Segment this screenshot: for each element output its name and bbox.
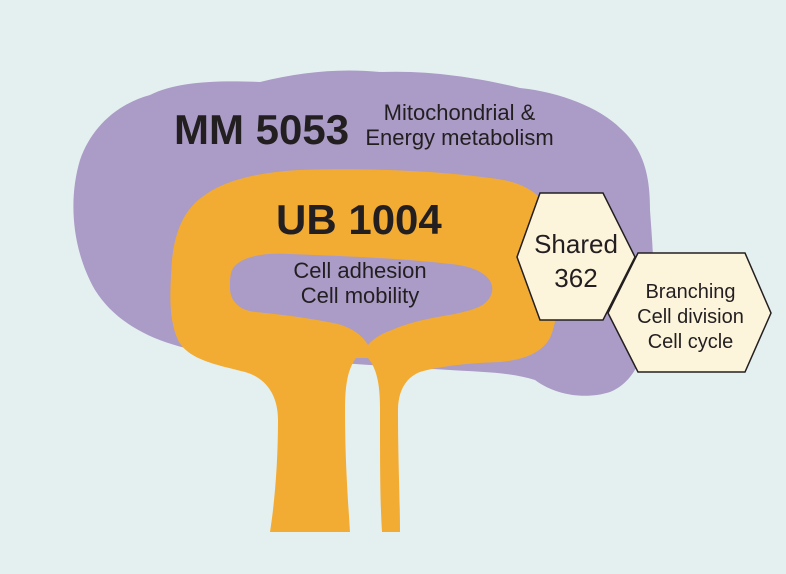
ub-function-line: Cell adhesion bbox=[293, 258, 427, 283]
shared-functions: Branching Cell division Cell cycle bbox=[618, 280, 763, 355]
mm-5053-functions: Mitochondrial & Energy metabolism bbox=[352, 100, 567, 151]
shared-hexagon bbox=[516, 192, 636, 321]
ub-function-line: Cell mobility bbox=[300, 283, 420, 309]
functions-hexagon bbox=[607, 252, 772, 373]
ub-1004-region bbox=[170, 169, 559, 533]
shared-function-line: Cell division bbox=[637, 306, 744, 328]
ub-1004-title: UB 1004 bbox=[276, 196, 442, 243]
shared-label: Shared 362 bbox=[520, 228, 632, 296]
mm-function-line: Mitochondrial & bbox=[383, 100, 536, 125]
mm-function-line: Energy metabolism bbox=[365, 125, 554, 151]
shared-function-line: Cell cycle bbox=[647, 331, 734, 353]
ub-1004-functions: Cell adhesion Cell mobility bbox=[270, 258, 450, 309]
shared-count: 362 bbox=[554, 262, 598, 293]
shared-function-line: Branching bbox=[645, 281, 736, 303]
mm-5053-title: MM 5053 bbox=[174, 106, 350, 153]
shared-title: Shared bbox=[534, 229, 618, 259]
